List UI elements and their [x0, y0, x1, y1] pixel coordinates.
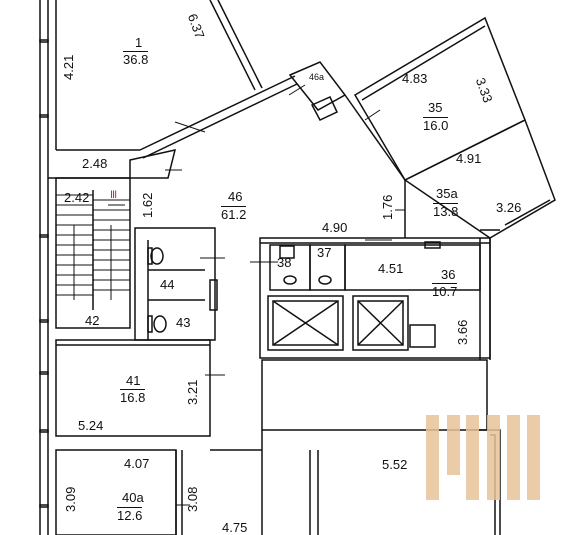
room-46a-number: 46a [309, 72, 325, 82]
room-41-area: 16.8 [120, 389, 146, 405]
room-1-area: 36.8 [123, 51, 149, 67]
stair-mark: III [110, 189, 117, 201]
dimension-label: 2.42 [64, 190, 90, 205]
room-46-area: 61.2 [221, 206, 247, 222]
dimension-label: 1.76 [380, 194, 395, 220]
dimension-label: 4.90 [322, 220, 348, 235]
room-1-number: 1 [135, 35, 143, 50]
dimension-label: 4.83 [402, 71, 428, 86]
room-44-number: 44 [160, 277, 175, 292]
dimension-label: 5.24 [78, 418, 104, 433]
dimension-label: 4.91 [456, 151, 482, 166]
room-46-number: 46 [228, 189, 243, 204]
dimension-label: 3.66 [455, 319, 470, 345]
dimension-label: 3.09 [63, 486, 78, 512]
dimension-label: 4.07 [124, 456, 150, 471]
dimension-label: 1.62 [140, 192, 155, 218]
room-42-number: 42 [85, 313, 100, 328]
room-35-number: 35 [428, 100, 443, 115]
room-36-area: 10.7 [432, 283, 458, 299]
room-41-number: 41 [126, 373, 141, 388]
room-40a-area: 12.6 [117, 507, 143, 523]
dimension-label: 3.21 [185, 379, 200, 405]
dimension-label: 4.75 [222, 520, 248, 535]
room-43-number: 43 [176, 315, 191, 330]
room-40a-number: 40a [122, 490, 144, 505]
room-35a-number: 35a [436, 186, 458, 201]
room-35a-area: 13.8 [433, 203, 459, 219]
watermark-logo [426, 415, 540, 500]
dimension-label: 3.08 [185, 486, 200, 512]
dimension-label: 4.21 [61, 54, 76, 80]
dimension-label: 5.52 [382, 457, 408, 472]
room-35-area: 16.0 [423, 117, 449, 133]
dimension-label: 2.48 [82, 156, 108, 171]
room-36-number: 36 [441, 267, 456, 282]
room-37-number: 37 [317, 245, 332, 260]
dimension-label: 3.26 [496, 200, 522, 215]
room-38-number: 38 [277, 255, 292, 270]
dimension-label: 4.51 [378, 261, 404, 276]
